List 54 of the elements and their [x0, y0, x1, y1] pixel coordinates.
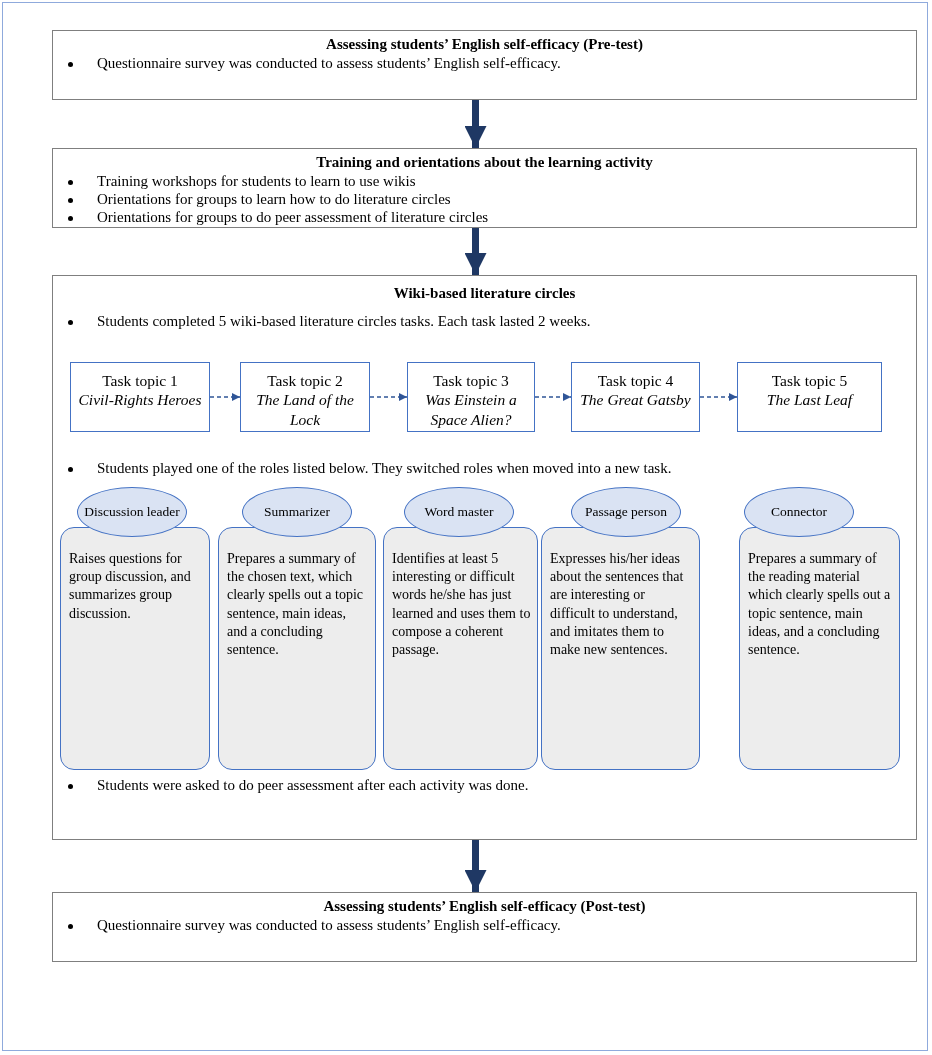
dashed-arrow — [209, 393, 241, 401]
role-description-box — [541, 527, 700, 770]
role-description-box — [218, 527, 376, 770]
bullet-item: Students were asked to do peer assessment after each activity was done. — [63, 776, 906, 794]
role-ellipse — [744, 487, 854, 537]
thick-arrow — [464, 100, 487, 148]
section-box — [52, 30, 917, 100]
section-box — [52, 275, 917, 840]
task-label: Task topic 3 — [432, 371, 510, 391]
task-label: Task topic 1 — [101, 371, 179, 391]
role-name: Word master — [424, 504, 494, 520]
role-description-box — [739, 527, 900, 770]
bullet-item: Orientations for groups to do peer assessment of literature circles — [63, 207, 906, 226]
bullet-item: Questionnaire survey was conducted to assess students’ English self-efficacy. — [63, 915, 906, 934]
task-title: The Land of the Lock — [255, 390, 355, 430]
task-title: Was Einstein a Space Alien? — [424, 390, 518, 430]
bullet-item: Training workshops for students to learn to use wikis — [63, 171, 906, 190]
bullet-item: Students played one of the roles listed below. They switched roles when moved into a new task. — [63, 459, 906, 477]
task-box — [70, 362, 210, 432]
task-label: Task topic 5 — [770, 371, 849, 391]
task-title: The Last Leaf — [765, 390, 855, 410]
role-name: Passage person — [584, 504, 668, 520]
task-box — [737, 362, 882, 432]
bullet-item: Orientations for groups to learn how to do literature circles — [63, 189, 906, 208]
dashed-arrow — [369, 393, 408, 401]
task-label: Task topic 4 — [596, 371, 675, 391]
role-description: Prepares a summary of the reading material which clearly spells out a topic sentence, main ideas, and a concluding sentence. — [748, 550, 892, 659]
role-description-box — [383, 527, 538, 770]
section-heading: Assessing students’ English self-efficacy (Post-test) — [322, 897, 647, 916]
role-description: Identifies at least 5 interesting or difficult words he/she has just learned and uses them to compose a coherent passage. — [392, 550, 531, 659]
role-name: Connector — [770, 504, 828, 520]
section-box — [52, 148, 917, 228]
section-box — [52, 892, 917, 962]
task-box — [240, 362, 370, 432]
role-description: Expresses his/her ideas about the sentences that are interesting or difficult to understand, and imitates them to make new sentences. — [550, 550, 685, 659]
thick-arrow — [464, 840, 487, 892]
task-box — [571, 362, 700, 432]
task-box — [407, 362, 535, 432]
role-description: Prepares a summary of the chosen text, which clearly spells out a topic sentence, main ideas, and a concluding sentence. — [227, 550, 365, 659]
task-title: Civil-Rights Heroes — [77, 390, 203, 410]
bullet-item: Students completed 5 wiki-based literature circles tasks. Each task lasted 2 weeks. — [63, 312, 906, 330]
task-title: The Great Gatsby — [579, 390, 692, 410]
section-heading: Training and orientations about the learning activity — [315, 153, 654, 172]
task-label: Task topic 2 — [266, 371, 344, 391]
role-name: Discussion leader — [84, 504, 180, 520]
role-description: Raises questions for group discussion, and summarizes group discussion. — [69, 550, 192, 623]
thick-arrow — [464, 228, 487, 275]
dashed-arrow — [534, 393, 572, 401]
dashed-arrow — [699, 393, 738, 401]
section-heading: Wiki-based literature circles — [392, 284, 577, 303]
role-name: Summarizer — [264, 504, 330, 520]
role-description-box — [60, 527, 210, 770]
section-heading: Assessing students’ English self-efficacy (Pre-test) — [325, 35, 644, 54]
bullet-item: Questionnaire survey was conducted to assess students’ English self-efficacy. — [63, 53, 906, 72]
